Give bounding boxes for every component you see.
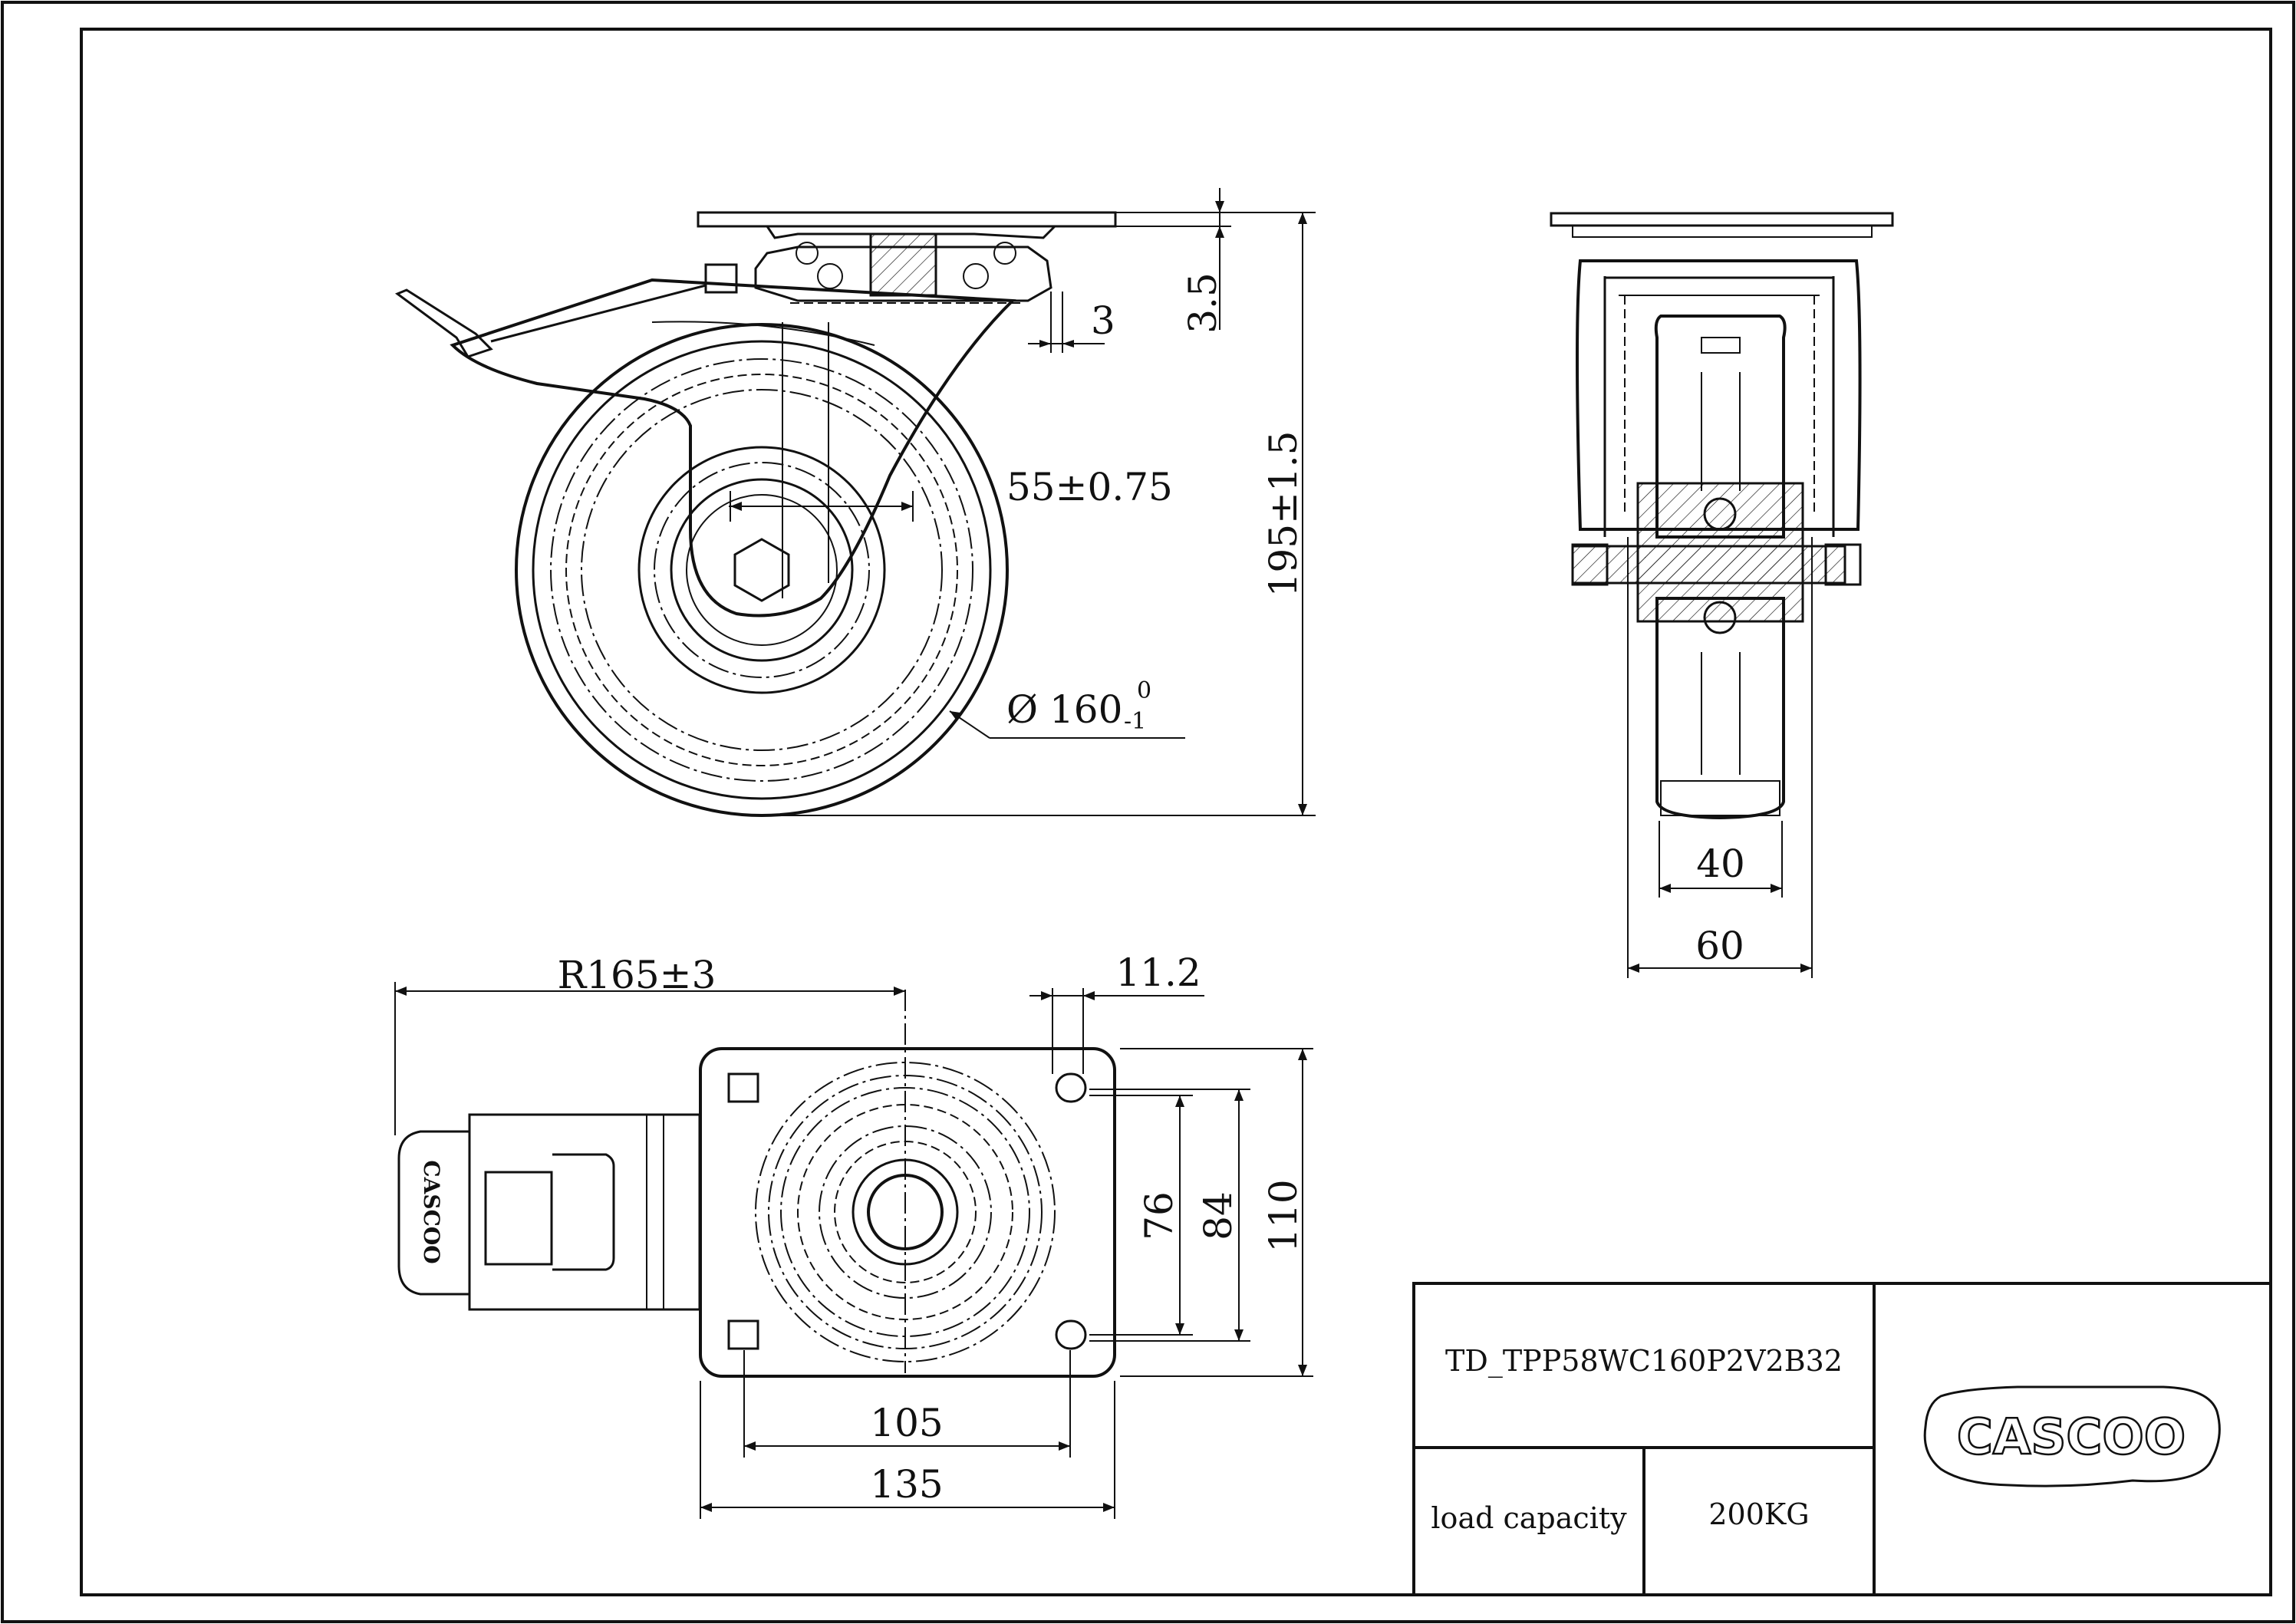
brand-logo-badge [1923,1385,2221,1487]
top-view-dimensions: R165±3 11.2 76 84 110 105 [394,950,1313,1519]
front-fork-outer [1576,259,1862,531]
top-view: CASCOO [397,990,1116,1378]
top-brake-shoe [552,1153,615,1271]
dim-wheel-diameter: 160 [1049,687,1122,732]
side-axle-nut [733,538,790,602]
title-block-frame [1412,1282,2272,1596]
side-hub-4 [686,494,838,646]
side-fork-curve [651,321,875,346]
dim-hole-spacing-105: 105 [870,1401,943,1445]
front-view [1550,212,1894,820]
dim-plate-width: 135 [870,1462,943,1507]
top-pedal-logo: CASCOO [419,1160,444,1263]
dim-hole-spacing-84: 84 [1196,1191,1240,1240]
dim-plate-offset: 3.5 [1181,272,1225,334]
dim-race-gap: 3 [1091,298,1115,343]
front-view-dimensions: 40 60 [1627,537,1813,978]
load-value: 200KG [1708,1497,1809,1531]
side-brake-pedal [394,288,493,358]
front-top-plate [1550,212,1894,227]
front-nut-right [1824,543,1862,586]
side-wheel-dash-3 [581,389,943,751]
side-fork [450,278,1016,618]
plate-hole-3 [1055,1072,1087,1103]
dim-swing-radius: R165±3 [558,953,716,997]
side-wheel-tread [532,340,992,800]
top-circle-5 [819,1125,992,1299]
side-ball-4 [993,242,1016,265]
dim-wheel-width: 40 [1696,842,1745,886]
side-wheel-dash-1 [550,358,973,782]
side-hub-2 [654,462,870,678]
dim-swivel-offset: 55±0.75 [1006,465,1173,509]
side-view [394,211,1117,817]
plate-hole-1 [727,1072,759,1103]
dim-plate-length: 110 [1261,1179,1306,1252]
front-bearing-bottom [1703,601,1737,634]
load-label: load capacity [1431,1501,1627,1535]
side-top-plate [697,211,1117,228]
front-axle [1571,545,1846,585]
side-view-dimensions: 3.5 3 55±0.75 195±1.5 Ø 160 0 -1 [730,188,1316,816]
front-wheel-web-top [1701,337,1741,354]
dim-wheel-diameter-symbol: Ø [1006,687,1038,732]
title-block: TD_TPP58WC160P2V2B32 load capacity 200KG… [1412,1282,2272,1596]
top-circle-1 [755,1062,1056,1362]
side-ball-1 [796,242,819,265]
model-code: TD_TPP58WC160P2V2B32 [1445,1344,1843,1379]
dim-wheel-tol-lower: -1 [1124,708,1146,735]
top-plate [699,1047,1116,1378]
side-ball-2 [817,263,843,289]
front-top-plate-inner [1572,225,1873,238]
front-wheel-foot [1660,780,1780,816]
inner-frame [80,28,2272,1596]
side-brake-arm [490,284,707,343]
top-housing [468,1113,701,1311]
side-hub-3 [670,478,854,662]
brand-logo: CASCOO [1957,1409,2186,1466]
side-kingpin [869,232,937,297]
dim-fork-width: 60 [1695,924,1744,968]
front-nut-left [1571,543,1609,586]
dim-overall-height: 195±1.5 [1261,431,1306,598]
plate-hole-2 [727,1319,759,1350]
side-wheel-dash-2 [565,374,958,766]
side-brake-pivot [704,263,738,294]
side-hub-1 [637,446,886,694]
side-ball-3 [963,263,989,289]
dim-wheel-tol-upper: 0 [1137,677,1151,704]
front-bearing-top [1703,497,1737,531]
dim-slot-width: 11.2 [1115,950,1201,995]
top-brake-pedal [397,1130,469,1296]
top-brake-window [484,1171,553,1266]
plate-hole-4 [1055,1319,1087,1350]
dim-hole-spacing-76: 76 [1137,1191,1181,1240]
